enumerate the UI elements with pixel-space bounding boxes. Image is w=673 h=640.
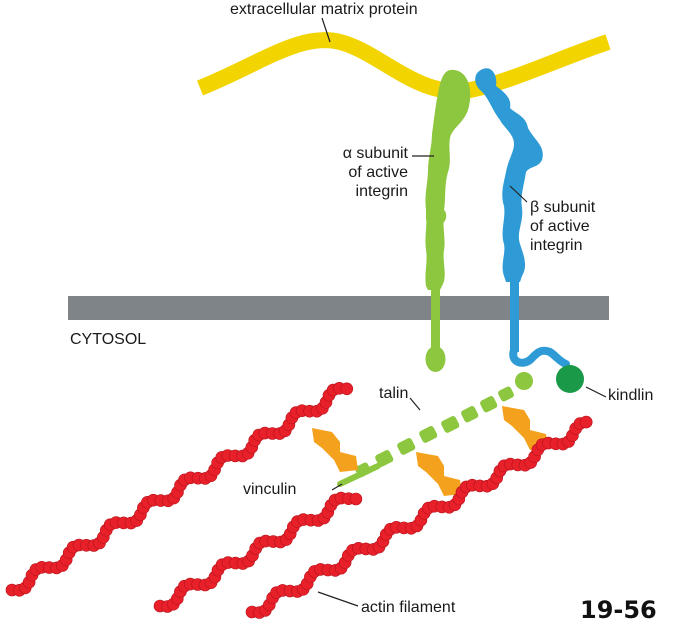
actin-filament-1 <box>5 381 354 597</box>
label-kindlin: kindlin <box>608 387 654 404</box>
figure-number: 19-56 <box>580 596 657 624</box>
leader-ecm <box>321 17 331 43</box>
talin <box>337 372 533 487</box>
actin-subunit <box>579 415 593 429</box>
leader-actin <box>317 591 359 607</box>
label-talin: talin <box>379 385 409 402</box>
vinculin-2 <box>416 452 462 496</box>
vinculin-3 <box>502 406 548 450</box>
actin-subunit <box>340 382 354 396</box>
label-vinculin: vinculin <box>243 481 297 498</box>
actin-filament-3 <box>245 415 593 619</box>
label-ecm-protein: extracellular matrix protein <box>230 1 418 18</box>
ecm-protein-fiber <box>197 32 611 100</box>
leader-lines <box>317 17 607 607</box>
leader-beta <box>509 185 528 203</box>
kindlin <box>556 365 584 393</box>
plasma-membrane <box>68 296 609 320</box>
leader-talin <box>409 397 421 411</box>
actin-filaments <box>5 381 593 619</box>
label-beta-subunit: β subunit of active integrin <box>530 199 596 255</box>
label-cytosol: CYTOSOL <box>70 331 147 348</box>
leader-vinculin <box>331 483 343 491</box>
alpha-subunit <box>425 69 471 372</box>
actin-filament-2 <box>153 491 363 613</box>
leader-kindlin <box>585 386 607 398</box>
actin-subunit <box>349 492 363 506</box>
vinculin-1 <box>312 428 358 472</box>
label-actin-filament: actin filament <box>361 599 456 616</box>
label-alpha-subunit: α subunit of active integrin <box>342 145 408 201</box>
beta-subunit <box>475 68 570 368</box>
